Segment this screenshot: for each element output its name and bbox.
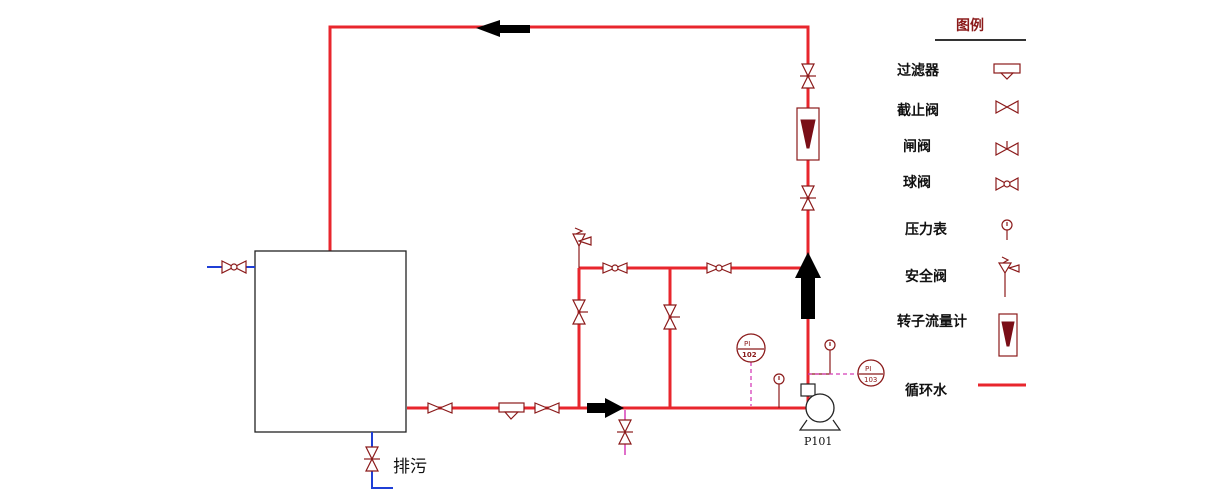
main-globe-valve xyxy=(427,402,453,414)
drain-line xyxy=(364,432,393,489)
safety-valve-icon xyxy=(997,256,1020,297)
bypass-gate-valve-middle xyxy=(663,304,680,330)
pressure-gauge-main xyxy=(773,373,785,408)
legend-label-rotameter: 转子流量计 xyxy=(897,313,967,330)
legend-label-safety-valve: 安全阀 xyxy=(905,268,947,285)
low-point-valve xyxy=(617,410,633,455)
legend-label-circulating-water: 循环水 xyxy=(905,382,948,399)
centrifugal-pump xyxy=(798,383,842,431)
drain-label: 排污 xyxy=(393,457,427,477)
ball-valve-icon xyxy=(995,176,1019,192)
pressure-gauge-icon xyxy=(1001,219,1013,240)
riser-globe-valve-bottom xyxy=(800,185,816,211)
tank-side-valve xyxy=(207,260,255,274)
main-filter xyxy=(498,402,525,420)
pi102-number: 102 xyxy=(742,351,757,359)
bypass-gate-valve-left xyxy=(572,299,588,325)
flow-arrow-main xyxy=(587,398,624,418)
safety-valve xyxy=(572,227,592,268)
pressure-indicator-102 xyxy=(736,333,766,406)
legend-title: 图例 xyxy=(956,17,984,34)
flow-arrow-riser xyxy=(795,252,821,319)
pi102-tag: PI xyxy=(744,340,750,348)
legend-label-ball-valve: 球阀 xyxy=(903,174,931,191)
legend: 图例 过滤器 截止阀 闸阀 球阀 压力表 安全阀 xyxy=(897,17,1026,399)
pump-label: P101 xyxy=(804,435,832,448)
legend-label-filter: 过滤器 xyxy=(897,62,940,79)
main-globe-valve-2 xyxy=(534,402,560,414)
globe-valve-icon xyxy=(995,99,1019,115)
gate-valve-icon xyxy=(995,141,1019,157)
riser-globe-valve-top xyxy=(800,63,816,89)
water-tank xyxy=(254,250,407,433)
rotameter-icon xyxy=(998,313,1018,357)
bypass-ball-valve-1 xyxy=(602,262,628,274)
legend-label-pressure-gauge: 压力表 xyxy=(905,221,948,238)
filter-icon xyxy=(993,63,1021,80)
legend-label-globe-valve: 截止阀 xyxy=(897,102,939,119)
flow-arrow-top xyxy=(476,20,530,37)
legend-label-gate-valve: 闸阀 xyxy=(903,138,931,155)
return-pipe xyxy=(328,25,810,408)
pi103-tag: PI xyxy=(865,365,871,373)
bypass-ball-valve-2 xyxy=(706,262,732,274)
pi103-number: 103 xyxy=(864,376,877,384)
rotameter xyxy=(796,107,820,161)
pressure-gauge-riser xyxy=(808,339,836,375)
pressure-indicator-103 xyxy=(808,359,885,387)
